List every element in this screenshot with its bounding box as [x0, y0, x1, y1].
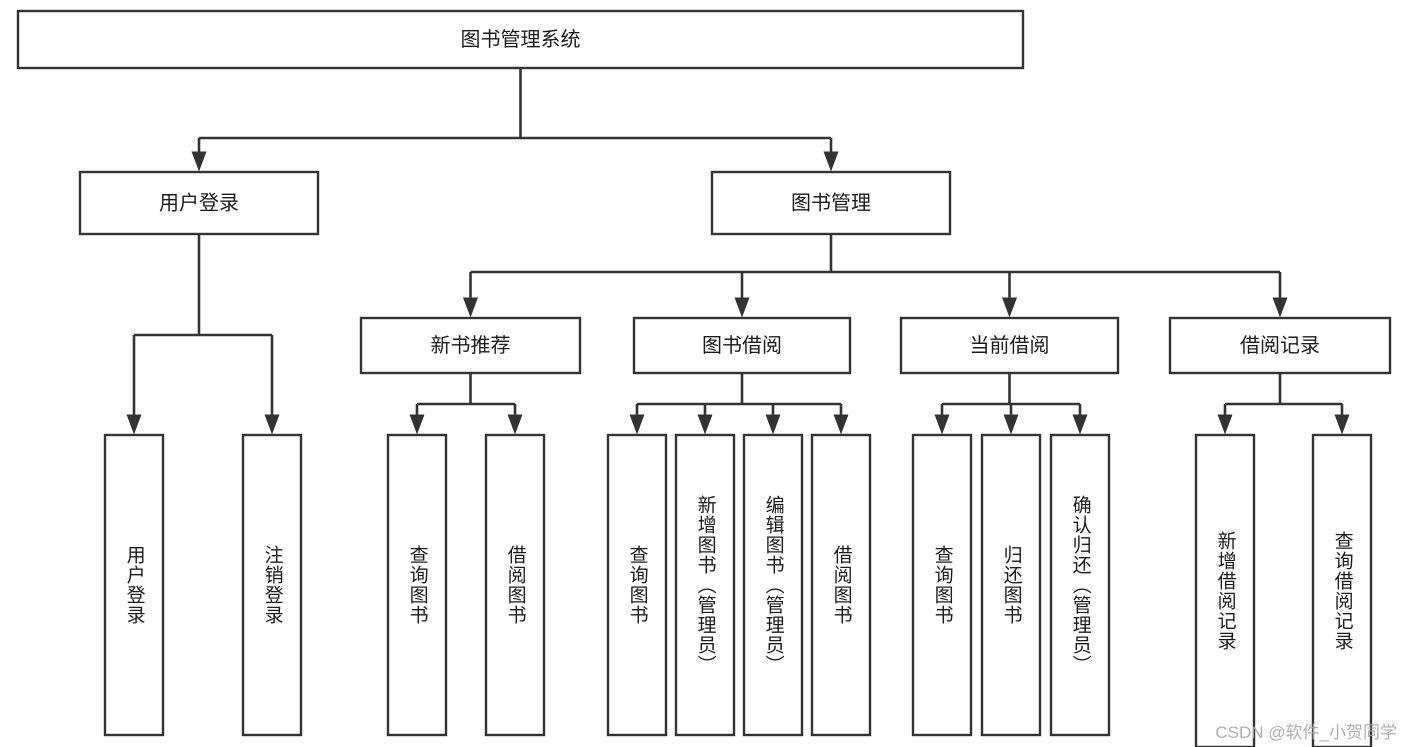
node-label-borrow-record: 借阅记录: [1240, 334, 1320, 357]
arrow-head-borrow-record-1: [1334, 414, 1350, 435]
node-label-user-login: 用户登录: [159, 191, 239, 214]
watermark-credit: CSDN @软件_小贺同学: [1215, 723, 1397, 742]
node-box-leaf-query-book-3[interactable]: [911, 433, 973, 737]
node-box-new-book-recommend[interactable]: [359, 316, 582, 375]
arrow-head-new-book-recommend-1: [507, 414, 523, 435]
arrow-head-book-borrow-1: [697, 414, 713, 435]
arrow-head-user-login-1: [264, 414, 280, 435]
node-box-user-login[interactable]: [78, 170, 320, 236]
arrow-head-book-management-2: [1002, 297, 1017, 318]
node-box-borrow-record[interactable]: [1168, 316, 1392, 375]
arrow-head-new-book-recommend-0: [409, 414, 425, 435]
arrow-head-current-borrow-2: [1072, 414, 1088, 435]
node-box-current-borrow[interactable]: [899, 316, 1120, 375]
arrow-head-book-management-3: [1272, 297, 1288, 318]
arrow-head-root-1: [823, 151, 839, 172]
node-box-book-borrow[interactable]: [632, 316, 852, 375]
arrow-head-user-login-0: [126, 414, 142, 435]
connectors-layer: [126, 68, 1350, 435]
node-label-book-borrow: 图书借阅: [702, 334, 782, 357]
node-label-book-management: 图书管理: [791, 191, 871, 214]
arrow-head-current-borrow-0: [934, 414, 950, 435]
node-box-leaf-confirm-return-admin[interactable]: [1049, 433, 1111, 737]
node-box-leaf-edit-book-admin[interactable]: [742, 433, 804, 737]
node-box-leaf-add-book-admin[interactable]: [674, 433, 736, 737]
node-label-root: 图书管理系统: [461, 28, 581, 51]
node-box-leaf-borrow-book-2[interactable]: [810, 433, 872, 737]
boxes-layer: [16, 9, 1392, 747]
node-box-book-management[interactable]: [710, 170, 952, 236]
node-label-new-book-recommend: 新书推荐: [431, 334, 511, 357]
node-label-current-borrow: 当前借阅: [970, 334, 1050, 357]
arrow-head-borrow-record-0: [1217, 414, 1233, 435]
arrow-head-book-borrow-0: [629, 414, 645, 435]
arrow-head-current-borrow-1: [1003, 414, 1019, 435]
node-box-leaf-borrow-book-1[interactable]: [484, 433, 546, 737]
node-box-leaf-user-logout[interactable]: [241, 433, 303, 737]
arrow-head-book-borrow-2: [765, 414, 781, 435]
arrow-head-book-management-1: [734, 297, 750, 318]
node-box-leaf-user-login[interactable]: [103, 433, 165, 737]
arrow-head-book-management-0: [463, 297, 478, 318]
arrow-head-root-0: [191, 151, 207, 172]
node-box-leaf-query-book-2[interactable]: [606, 433, 668, 737]
node-box-leaf-return-book[interactable]: [980, 433, 1042, 737]
arrow-head-book-borrow-3: [833, 414, 849, 435]
node-box-root[interactable]: [16, 9, 1025, 70]
node-box-leaf-query-book-1[interactable]: [386, 433, 448, 737]
node-box-leaf-query-borrow-record[interactable]: [1311, 433, 1373, 747]
node-box-leaf-add-borrow-record[interactable]: [1194, 433, 1256, 747]
